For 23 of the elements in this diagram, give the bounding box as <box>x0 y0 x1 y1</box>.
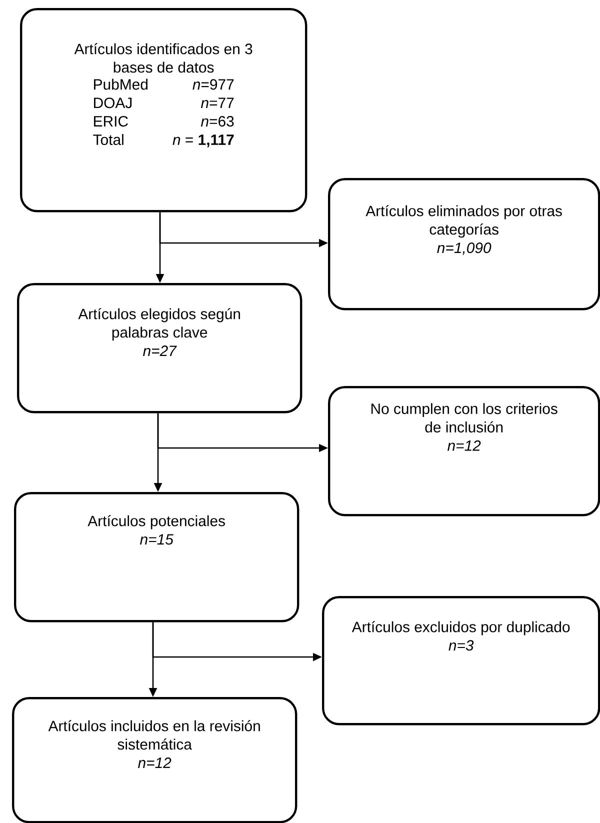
heading-text: Artículos potenciales <box>88 515 225 530</box>
database-name: Total <box>93 134 124 146</box>
database-name: PubMed <box>94 78 148 90</box>
count-text: n=27 <box>143 346 177 356</box>
process-box <box>322 596 600 726</box>
count-text: n=77 <box>200 98 234 108</box>
count-text: n=3 <box>448 640 474 651</box>
process-box <box>20 8 308 212</box>
heading-text: Artículos excluidos por duplicado <box>352 621 570 636</box>
count-text: n=12 <box>448 440 481 451</box>
process-box <box>14 492 300 622</box>
process-box <box>12 697 298 823</box>
process-box <box>328 178 600 310</box>
count-text: n=15 <box>140 534 174 545</box>
count-text: n=12 <box>138 758 172 768</box>
database-name: DOAJ <box>94 98 132 108</box>
count-text: n = 1,117 <box>172 134 234 148</box>
count-text: n=1,090 <box>437 242 492 255</box>
database-name: ERIC <box>94 116 128 127</box>
count-text: n=63 <box>200 116 234 127</box>
process-box <box>17 283 302 414</box>
process-box <box>328 386 600 516</box>
count-text: n=977 <box>192 79 234 90</box>
